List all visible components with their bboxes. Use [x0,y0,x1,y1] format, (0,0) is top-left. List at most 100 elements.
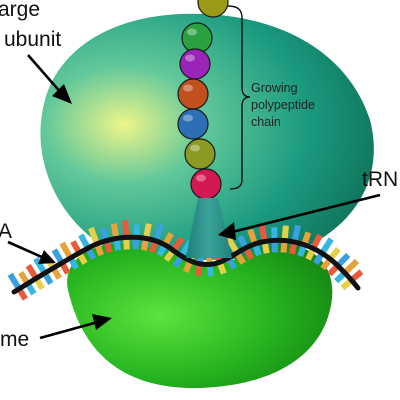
arrow-small-subunit [39,320,99,340]
mrna-base-bottom [86,248,97,261]
arrow-small-subunit-head [92,314,112,330]
mrna-bases [7,220,364,301]
mrna-base-top [337,252,351,267]
mrna-base-top [51,248,64,263]
mrna-base-bottom [327,265,339,277]
mrna-base-bottom [262,242,270,254]
mrna-base-top [291,224,302,241]
mrna-base-bottom [206,266,214,277]
mrna-base-bottom [149,241,158,254]
mrna-base-bottom [140,239,149,251]
mrna-base-top [344,258,360,274]
mrna-strand [11,234,361,295]
label-growing-line2: polypeptide [251,98,315,112]
mrna-base-bottom [113,240,122,251]
mrna-base-top [172,236,185,251]
mrna-base-top [70,240,81,253]
mrna-base-top [237,234,248,248]
mrna-base-bottom [17,288,28,301]
label-large-subunit-line2: ubunit [4,28,61,51]
mrna-base-bottom [77,253,88,265]
mrna-base-bottom [226,258,238,270]
mrna-base-bottom [271,242,279,253]
arrow-large-subunit [27,54,63,95]
mrna-base-bottom [43,273,54,285]
amino-acid-bead [197,0,229,18]
mrna-base-bottom [51,268,62,280]
arrow-mrna [7,240,45,260]
mrna-base-top [320,237,334,254]
mrna-base-top [59,241,73,258]
amino-acid-bead [181,22,213,54]
mrna-base-top [25,264,38,279]
mrna-base-top [163,232,174,245]
amino-acid-bead [177,78,209,110]
small-subunit [67,243,333,389]
mrna-base-bottom [217,263,227,275]
mrna-base-bottom [68,258,80,270]
mrna-base-bottom [34,278,45,291]
arrow-trna-head [218,222,236,240]
mrna-base-bottom [320,258,332,271]
label-trna: tRN [362,168,398,191]
amino-acid-bead [177,108,209,140]
mrna-base-bottom [194,265,203,277]
mrna-base-top [225,236,239,253]
polypeptide-bracket [227,5,251,190]
arrow-large-subunit-head [52,84,72,104]
mrna-base-top [271,227,278,239]
mrna-base-top [78,233,90,248]
amino-acid-chain [177,0,229,200]
trna-molecule [186,198,232,258]
mrna-base-top [122,220,130,236]
mrna-base-bottom [123,239,130,250]
mrna-base-bottom [340,279,352,291]
mrna-base-top [329,247,341,260]
mrna-base-top [311,233,323,249]
mrna-base-top [247,228,258,244]
mrna-base-bottom [156,245,167,257]
label-growing-line3: chain [251,115,281,129]
label-small-subunit: me [0,328,29,351]
mrna-base-bottom [305,248,316,261]
mrna-base-bottom [235,253,246,265]
mrna-base-top [133,224,140,236]
mrna-base-top [281,225,289,239]
mrna-base-top [88,226,100,244]
mrna-base-bottom [288,243,297,255]
mrna-base-bottom [280,242,288,253]
mrna-base-top [143,223,152,238]
mrna-base-bottom [334,272,346,284]
amino-acid-bead [179,48,211,80]
amino-acid-bead [184,138,216,170]
mrna-base-top [7,272,21,289]
bead-highlight [183,114,193,122]
label-large-subunit-line1: arge [0,0,40,21]
mrna-base-bottom [313,253,324,266]
arrow-mrna-head [38,250,56,264]
mrna-base-bottom [182,261,193,273]
arrow-trna [231,193,381,234]
mrna-base-top [110,223,119,238]
bead-highlight [183,84,193,92]
mrna-base-bottom [172,256,184,268]
mrna-base-bottom [252,244,262,257]
label-mrna: A [0,220,12,243]
mrna-base-bottom [297,245,307,258]
mrna-base-top [33,257,47,273]
label-growing-line1: Growing [251,81,298,95]
mrna-base-top [18,270,30,284]
mrna-base-bottom [94,244,105,257]
bead-highlight [190,144,200,152]
mrna-base-bottom [244,248,254,260]
mrna-base-top [100,227,109,240]
mrna-base-top [258,224,268,241]
mrna-base-bottom [104,241,113,254]
bead-highlight [187,28,197,36]
mrna-base-top [301,231,312,244]
mrna-base-top [153,223,165,241]
mrna-base-bottom [26,283,37,296]
large-subunit [40,13,374,260]
mrna-base-bottom [132,239,140,250]
